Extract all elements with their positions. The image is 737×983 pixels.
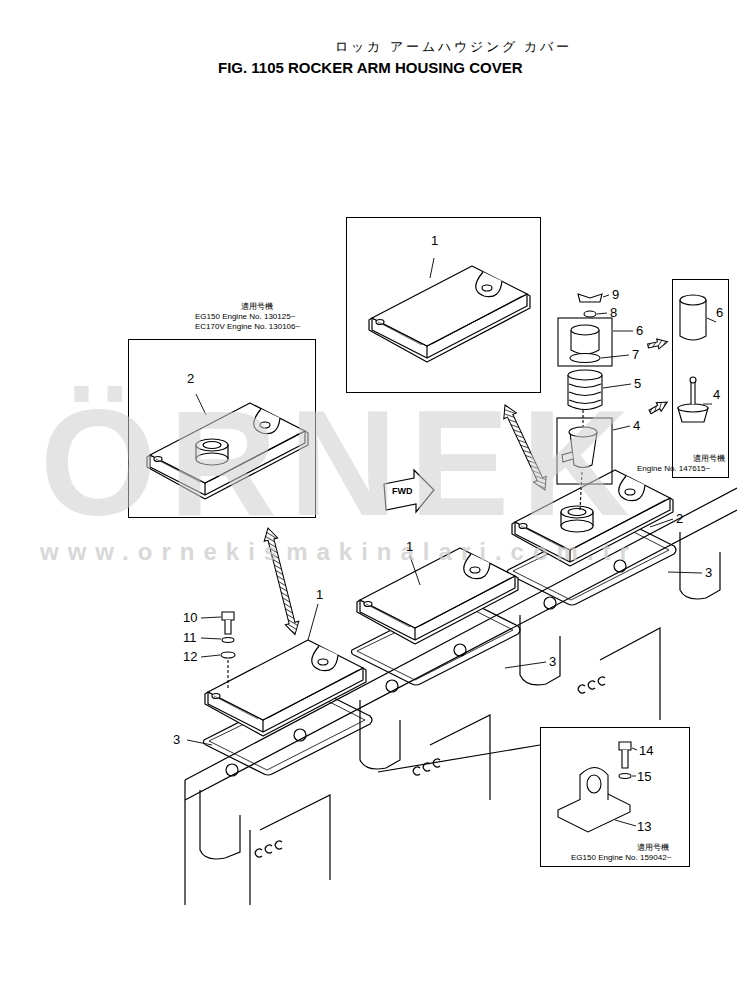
callout-number: 3	[705, 566, 712, 579]
callout-number: 4	[713, 388, 720, 401]
direction-label: FWD	[392, 487, 413, 496]
callout-number: 13	[637, 820, 651, 833]
callout-number: 14	[639, 744, 653, 757]
callout-number: 5	[634, 377, 641, 390]
callout-number: 1	[431, 234, 438, 247]
callout-number: 11	[183, 631, 197, 644]
callout-number: 6	[636, 324, 643, 337]
inset-box: 1	[346, 217, 541, 393]
applicability-heading: 適用号機	[241, 302, 273, 312]
japanese-title: ロッカ アームハウジング カバー	[335, 40, 572, 53]
inset-box: 64適用号機Engine No. 147615~	[672, 279, 729, 478]
callout-number: 10	[183, 611, 197, 624]
inset-box: 14 15 13 適用号機EG150 Engine No. 159042~	[540, 727, 690, 867]
callout-number: 8	[610, 306, 617, 319]
callout-number: 9	[612, 288, 619, 301]
callout-number: 4	[633, 419, 640, 432]
callout-number: 2	[676, 512, 683, 525]
callout-number: 1	[316, 588, 323, 601]
callout-number: 3	[173, 733, 180, 746]
applicability-note: EG150 Engine No. 159042~	[571, 853, 671, 863]
applicability-heading: 適用号機	[637, 843, 669, 853]
callout-number: 1	[406, 540, 413, 553]
watermark: ÖRNEK	[40, 388, 642, 538]
callout-number: 12	[183, 650, 197, 663]
callout-number: 6	[716, 306, 723, 319]
callout-number: 7	[632, 348, 639, 361]
applicability-note: EG150 Engine No. 130125~ EC170V Engine N…	[195, 312, 327, 332]
callout-number: 15	[637, 770, 651, 783]
callout-number: 2	[187, 372, 194, 385]
applicability-note: Engine No. 147615~	[637, 464, 710, 474]
figure-title: FIG. 1105 ROCKER ARM HOUSING COVER	[218, 60, 523, 75]
watermark-url: www.ornekismakinalari.com.tr	[40, 540, 638, 564]
applicability-heading: 適用号機	[693, 454, 725, 464]
callout-number: 3	[549, 655, 556, 668]
